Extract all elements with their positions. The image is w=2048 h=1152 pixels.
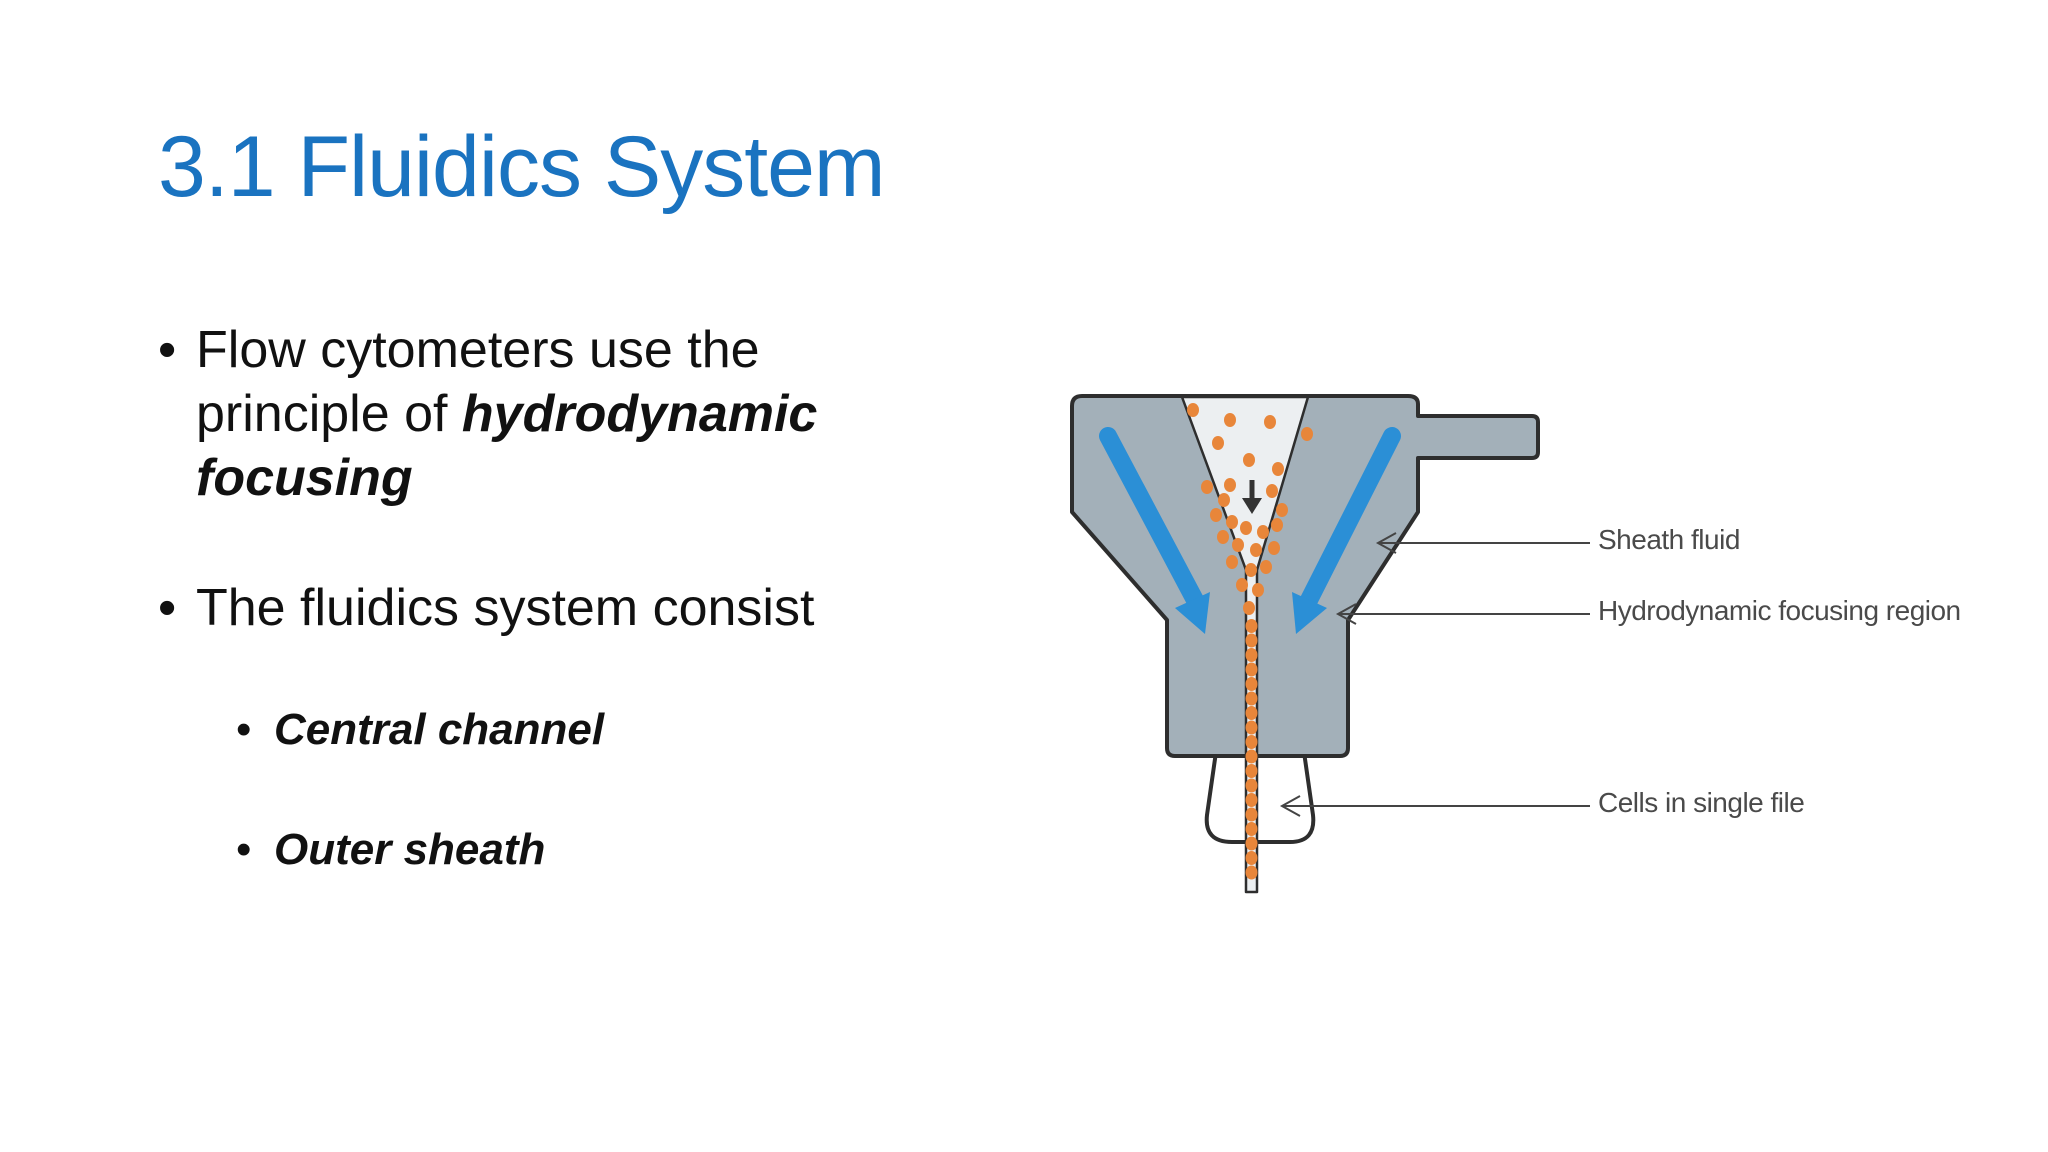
cell <box>1272 462 1284 476</box>
cell <box>1245 720 1258 735</box>
cell <box>1218 493 1230 507</box>
cell <box>1232 538 1244 552</box>
bullet-marker: • <box>158 579 177 637</box>
flow-cell-body <box>1070 394 1540 758</box>
sheath-flow-arrow-right <box>1299 427 1401 611</box>
sheath-fluid-pointer-head <box>1375 532 1397 554</box>
cell <box>1201 480 1213 494</box>
cell <box>1245 764 1258 778</box>
hydrodynamic-focusing-diagram: Sheath fluid Hydrodynamic focusing regio… <box>1060 380 1961 910</box>
cell <box>1245 706 1258 720</box>
sub-bullet-marker: • <box>236 705 252 754</box>
cell <box>1271 518 1283 532</box>
sub-bullet-outer-sheath: • Outer sheath <box>236 822 918 878</box>
bullet-fluidics-system: • The fluidics system consist <box>158 576 918 640</box>
cell <box>1245 619 1258 633</box>
cell <box>1224 413 1236 427</box>
sheath-flow-arrowhead-right <box>1292 592 1327 634</box>
cell <box>1268 541 1280 555</box>
cells-single-file-pointer-head <box>1279 795 1301 817</box>
cell <box>1301 427 1313 441</box>
sheath-flow-arrowhead-left <box>1175 592 1210 634</box>
slide-title: 3.1 Fluidics System <box>158 119 886 215</box>
cell <box>1257 525 1269 539</box>
bullet-list: • Flow cytometers use the principle of h… <box>158 318 918 878</box>
cell <box>1260 560 1272 574</box>
cell <box>1187 403 1199 417</box>
cell <box>1210 508 1222 522</box>
cell <box>1226 515 1238 529</box>
sub-bullet-text: Outer sheath <box>274 825 546 874</box>
cell <box>1245 749 1258 764</box>
cell <box>1252 583 1264 597</box>
cells-group <box>1187 403 1313 880</box>
cell <box>1217 530 1229 544</box>
cell <box>1243 601 1255 615</box>
cell <box>1250 543 1262 557</box>
cell <box>1245 691 1258 706</box>
cell <box>1245 778 1258 793</box>
cell <box>1243 453 1255 467</box>
cell <box>1276 503 1288 517</box>
cell <box>1245 662 1258 677</box>
sub-bullet-marker: • <box>236 825 252 874</box>
bullet-text: The fluidics system consist <box>196 579 815 637</box>
cell <box>1245 633 1258 648</box>
cell <box>1245 735 1258 749</box>
cell <box>1240 521 1252 535</box>
cell <box>1245 836 1258 851</box>
cell <box>1212 436 1224 450</box>
cell <box>1245 677 1258 691</box>
bullet-emphasis: hydrodynamic focusing <box>196 385 818 507</box>
cell <box>1224 478 1236 492</box>
cell <box>1245 648 1258 662</box>
bullet-hydrodynamic-focusing: • Flow cytometers use the principle of h… <box>158 318 918 510</box>
flow-cell-illustration <box>1070 394 1590 894</box>
sub-bullet-text: Central channel <box>274 705 605 754</box>
sub-bullet-central-channel: • Central channel <box>236 702 918 758</box>
label-hydrodynamic-focusing-region: Hydrodynamic focusing region <box>1598 595 1961 626</box>
cell <box>1264 415 1276 429</box>
cell <box>1245 865 1258 880</box>
sample-flow-arrowhead <box>1242 498 1262 514</box>
cell <box>1245 807 1258 822</box>
bullet-text: Flow cytometers use the principle of <box>196 321 760 443</box>
cell <box>1245 793 1258 807</box>
cell <box>1245 563 1257 577</box>
sheath-flow-arrow-left <box>1099 427 1205 611</box>
cell <box>1236 578 1248 592</box>
cell <box>1245 822 1258 836</box>
cell <box>1245 851 1258 865</box>
label-cells-in-single-file: Cells in single file <box>1598 787 1805 818</box>
cell <box>1266 484 1278 498</box>
focusing-region-pointer-head <box>1335 603 1357 625</box>
nozzle-tip <box>1204 743 1316 844</box>
cell <box>1226 555 1238 569</box>
label-sheath-fluid: Sheath fluid <box>1598 524 1740 555</box>
bullet-marker: • <box>158 321 177 379</box>
